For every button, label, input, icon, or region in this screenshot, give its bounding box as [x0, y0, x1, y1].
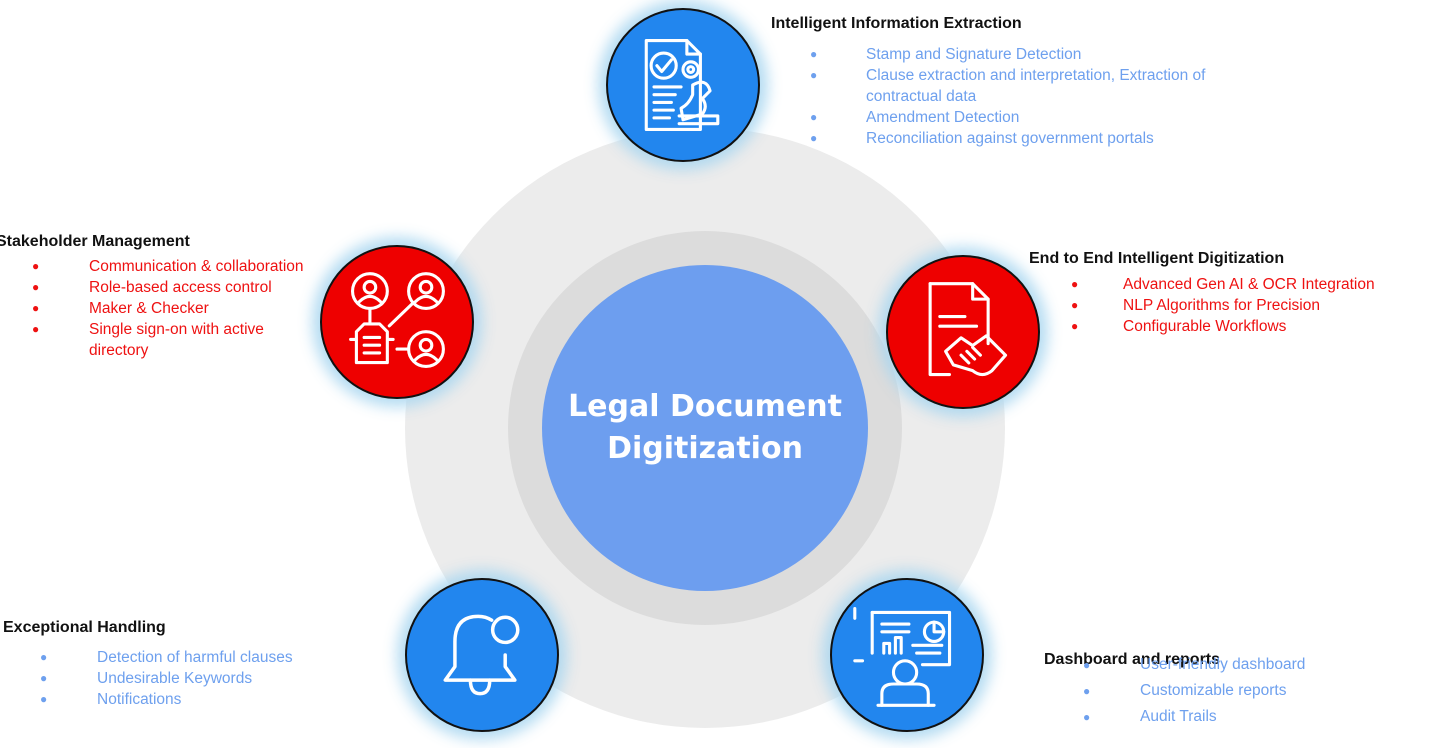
list-item: ●Single sign-on with active	[32, 321, 264, 338]
list-item: ●Role-based access control	[32, 279, 272, 296]
list-item: ●Communication & collaboration	[32, 258, 304, 275]
list-item: ●Amendment Detection	[810, 109, 1020, 126]
list-item: ●Stamp and Signature Detection	[810, 46, 1082, 63]
digitization-node	[886, 255, 1040, 409]
center-title-line1: Legal Document	[568, 389, 842, 424]
list-item: ●Clause extraction and interpretation, E…	[810, 67, 1206, 84]
user-network-icon	[349, 272, 445, 369]
list-item: contractual data	[866, 88, 977, 105]
list-item: directory	[89, 342, 149, 359]
list-item: ●Advanced Gen AI & OCR Integration	[1071, 276, 1375, 293]
center-circle: Legal Document Digitization	[542, 265, 868, 591]
list-item: ●Customizable reports	[1083, 682, 1287, 699]
list-item: ●Detection of harmful clauses	[40, 649, 293, 666]
digitization-title: End to End Intelligent Digitization	[1029, 250, 1285, 267]
list-item: ●Undesirable Keywords	[40, 670, 253, 687]
dashboard-title: Dashboard and reports	[1044, 651, 1221, 668]
list-item: ●Reconciliation against government porta…	[810, 130, 1154, 147]
exceptional-node	[405, 578, 559, 732]
stakeholder-list: ●Communication & collaboration ●Role-bas…	[32, 256, 304, 361]
bell-notification-icon	[443, 614, 520, 696]
dashboard-node	[830, 578, 984, 732]
exceptional-title: Exceptional Handling	[3, 619, 166, 636]
dashboard-list: ●User-friendly dashboard ●Customizable r…	[1083, 652, 1305, 730]
list-item: ●NLP Algorithms for Precision	[1071, 297, 1320, 314]
list-item: ●Maker & Checker	[32, 300, 209, 317]
document-handshake-icon	[928, 282, 1008, 377]
exceptional-list: ●Detection of harmful clauses ●Undesirab…	[40, 647, 293, 710]
stakeholder-title: Stakeholder Management	[0, 233, 190, 250]
extraction-node	[606, 8, 760, 162]
presenter-dashboard-icon	[853, 607, 952, 707]
center-title-line2: Digitization	[607, 431, 803, 466]
extraction-title: Intelligent Information Extraction	[771, 15, 1022, 32]
digitization-list: ●Advanced Gen AI & OCR Integration ●NLP …	[1066, 274, 1375, 337]
document-stamp-icon	[644, 38, 720, 132]
extraction-list: ●Stamp and Signature Detection ●Clause e…	[810, 44, 1206, 149]
list-item: ●User-friendly dashboard	[1083, 656, 1306, 673]
stakeholder-node	[320, 245, 474, 399]
list-item: ●Configurable Workflows	[1071, 318, 1287, 335]
list-item: ●Audit Trails	[1083, 708, 1217, 725]
list-item: ●Notifications	[40, 691, 182, 708]
